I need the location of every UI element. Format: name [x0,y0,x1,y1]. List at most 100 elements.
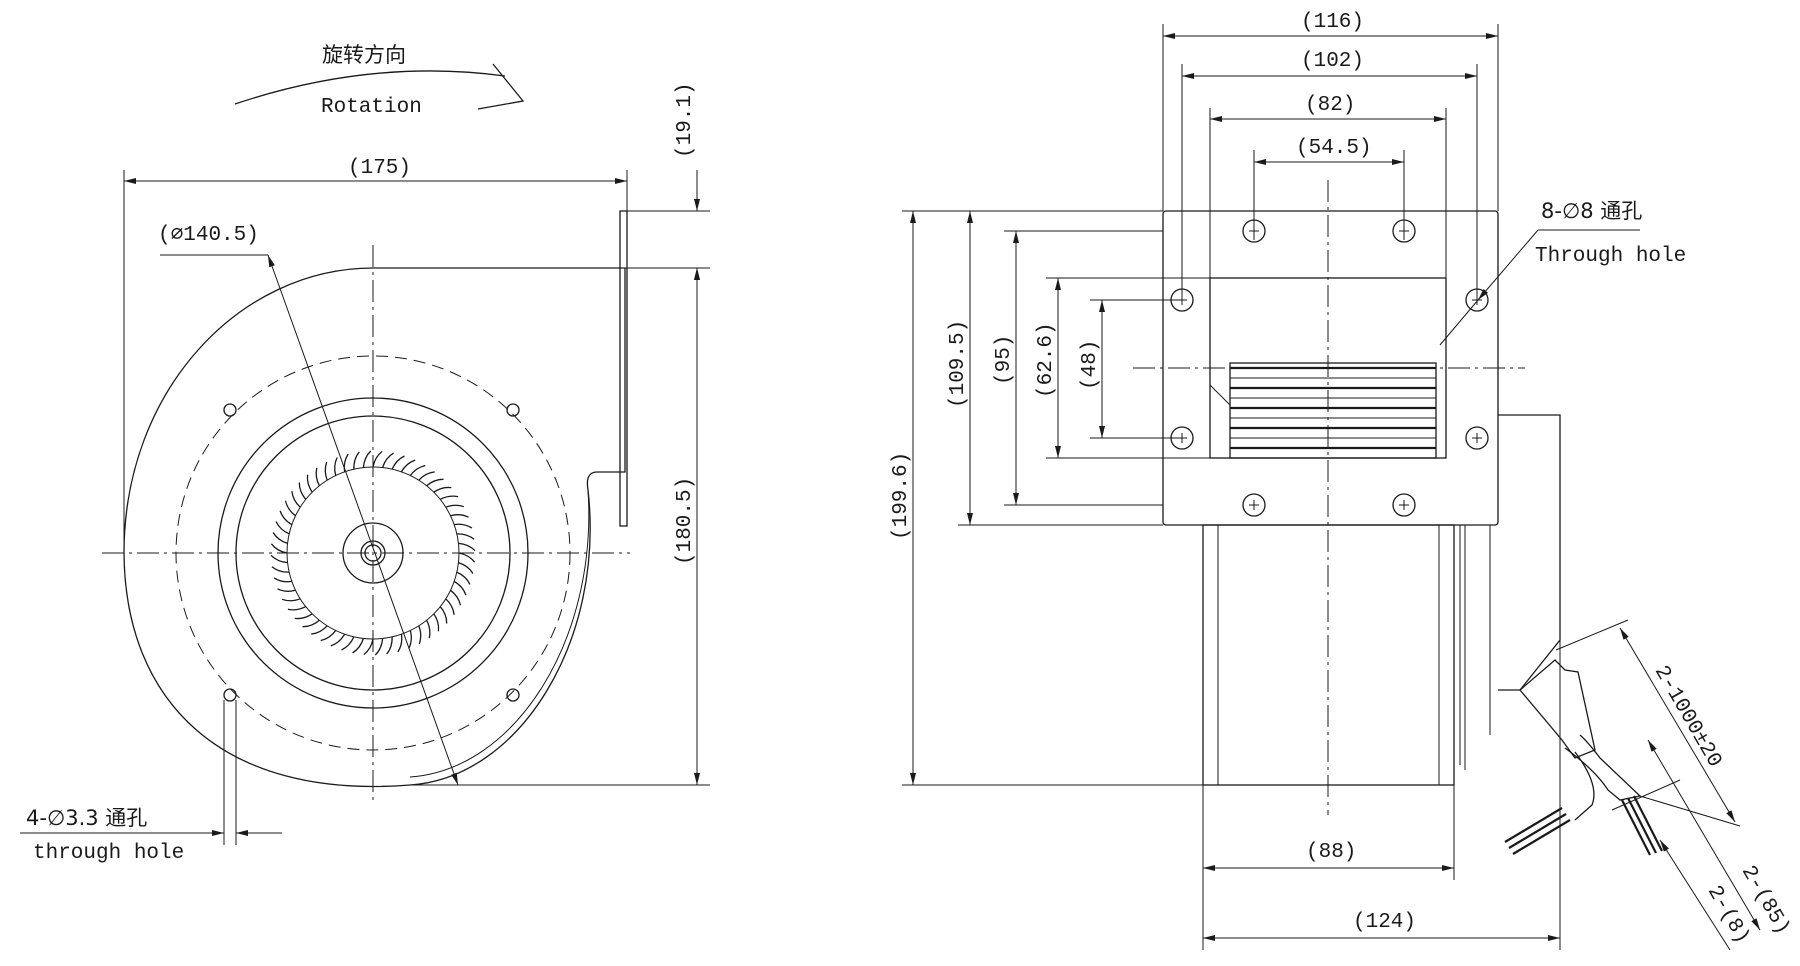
dim-175-label: (175) [348,157,411,180]
dim-88-label: (88) [1306,841,1356,864]
impeller-blade [362,450,372,468]
flange-hole-label: 8-∅8 通孔 [1541,199,1642,223]
impeller-blade [445,504,465,508]
lead-wire-assembly: 2-1000±20 2-(85) 2-(8) [1504,619,1794,951]
impeller-blade [433,613,440,632]
dim-109-label: (109.5) [947,320,970,408]
impeller-blade [439,606,448,624]
impeller-blade [306,474,313,493]
impeller-blade [284,500,296,517]
diameter-line [267,254,459,786]
mount-hole-label-en: through hole [33,842,184,865]
impeller-blade [456,533,475,540]
lead-dim-8 [1659,839,1731,951]
impeller-blade [408,630,412,649]
impeller-blade [324,461,328,481]
dim-diameter-label: (∅140.5) [158,224,259,247]
impeller-blade [291,491,301,508]
impeller-blade [271,566,290,573]
lead-8-label: 2-(8) [1702,882,1753,948]
lead-ext-85 [1611,779,1681,811]
impeller-blade [330,633,346,647]
impeller-blade [445,598,455,615]
impeller-blade [279,510,293,526]
lead-wires-left [1504,807,1571,855]
rotation-arrow [234,70,506,105]
impeller-blade [294,613,313,620]
flange-hole [1392,493,1416,517]
dim-54-label: (54.5) [1296,137,1372,160]
mount-hole-label: 4-∅3.3 通孔 [26,806,147,830]
impeller-blade [426,619,431,639]
impeller-blade [311,625,328,635]
side-impeller [1209,362,1437,459]
dim-48-label: (48) [1079,340,1102,390]
lead-length-label: 2-1000±20 [1649,662,1726,772]
impeller-blade [426,478,444,487]
impeller-blade [458,561,474,574]
impeller-blade [456,571,471,585]
impeller-blade [270,554,288,564]
rotation-arrowhead [477,63,525,110]
impeller-blade [298,482,307,500]
impeller-blade [277,588,296,592]
scroll-housing-inner-edge [409,489,590,778]
cable-sheath [1564,734,1642,801]
impeller-blade [374,638,384,656]
impeller-blade [315,467,320,487]
flange-hole-leader-c [1439,299,1479,346]
flange-hole [1242,493,1266,517]
flange-hole-center [1472,433,1482,443]
impeller-blade [334,457,338,476]
rotation-label-en: Rotation [321,96,422,119]
impeller-blade [450,589,462,606]
dim-199-label: (199.6) [890,452,913,540]
impeller-blade [352,638,365,654]
mount-hole-bottom-left [223,688,237,702]
lead-dim-85 [1647,739,1761,931]
impeller-blade [391,455,405,470]
impeller-blade [386,636,393,655]
mount-hole-bottom-right [506,688,520,702]
impeller-blade [458,552,476,563]
impeller-blade [439,495,459,500]
impeller-blade [458,542,476,552]
dim-180-label: (180.5) [674,477,697,565]
impeller-side-box [1229,362,1437,459]
flange-hole-leader-b [1477,229,1539,301]
impeller-blade [363,638,374,656]
cable-gland [1519,659,1596,759]
lead-ext-line-1 [1555,619,1629,651]
dim-116-label: (116) [1301,11,1364,34]
dim-124-label: (124) [1353,911,1416,934]
dim-19-label: (19.1) [674,82,697,158]
impeller-blade [320,630,337,642]
mount-hole-top-left [223,403,237,417]
impeller-blade [409,464,426,476]
impeller-blade [341,636,355,651]
impeller-blade [433,486,452,493]
outlet-flange-plate [619,210,628,527]
housing-body [1202,524,1455,786]
impeller-blade [287,606,307,611]
impeller-blade [450,514,469,518]
impeller-blade [372,450,383,468]
rotation-label-cn: 旋转方向 [322,43,406,67]
dim-95-label: (95) [993,335,1016,385]
impeller-blade [400,459,416,473]
impeller-blade [302,619,320,628]
motor-body [1498,414,1561,691]
flange-hole-center [1399,500,1409,510]
impeller-blade [418,625,422,645]
impeller-blade [454,523,473,529]
impeller-blade [275,521,290,535]
impeller-blade [272,532,288,545]
dim-82-label: (82) [1305,94,1355,117]
impeller-blade [273,577,292,583]
flange-hole-center [1249,500,1259,510]
impeller-side-edge [1209,384,1231,406]
side-view: (116) (102) (82) (54.5) 8-∅8 通孔 Through … [890,11,1794,951]
mount-hole-top-right [506,403,520,417]
impeller-blade [418,471,435,481]
